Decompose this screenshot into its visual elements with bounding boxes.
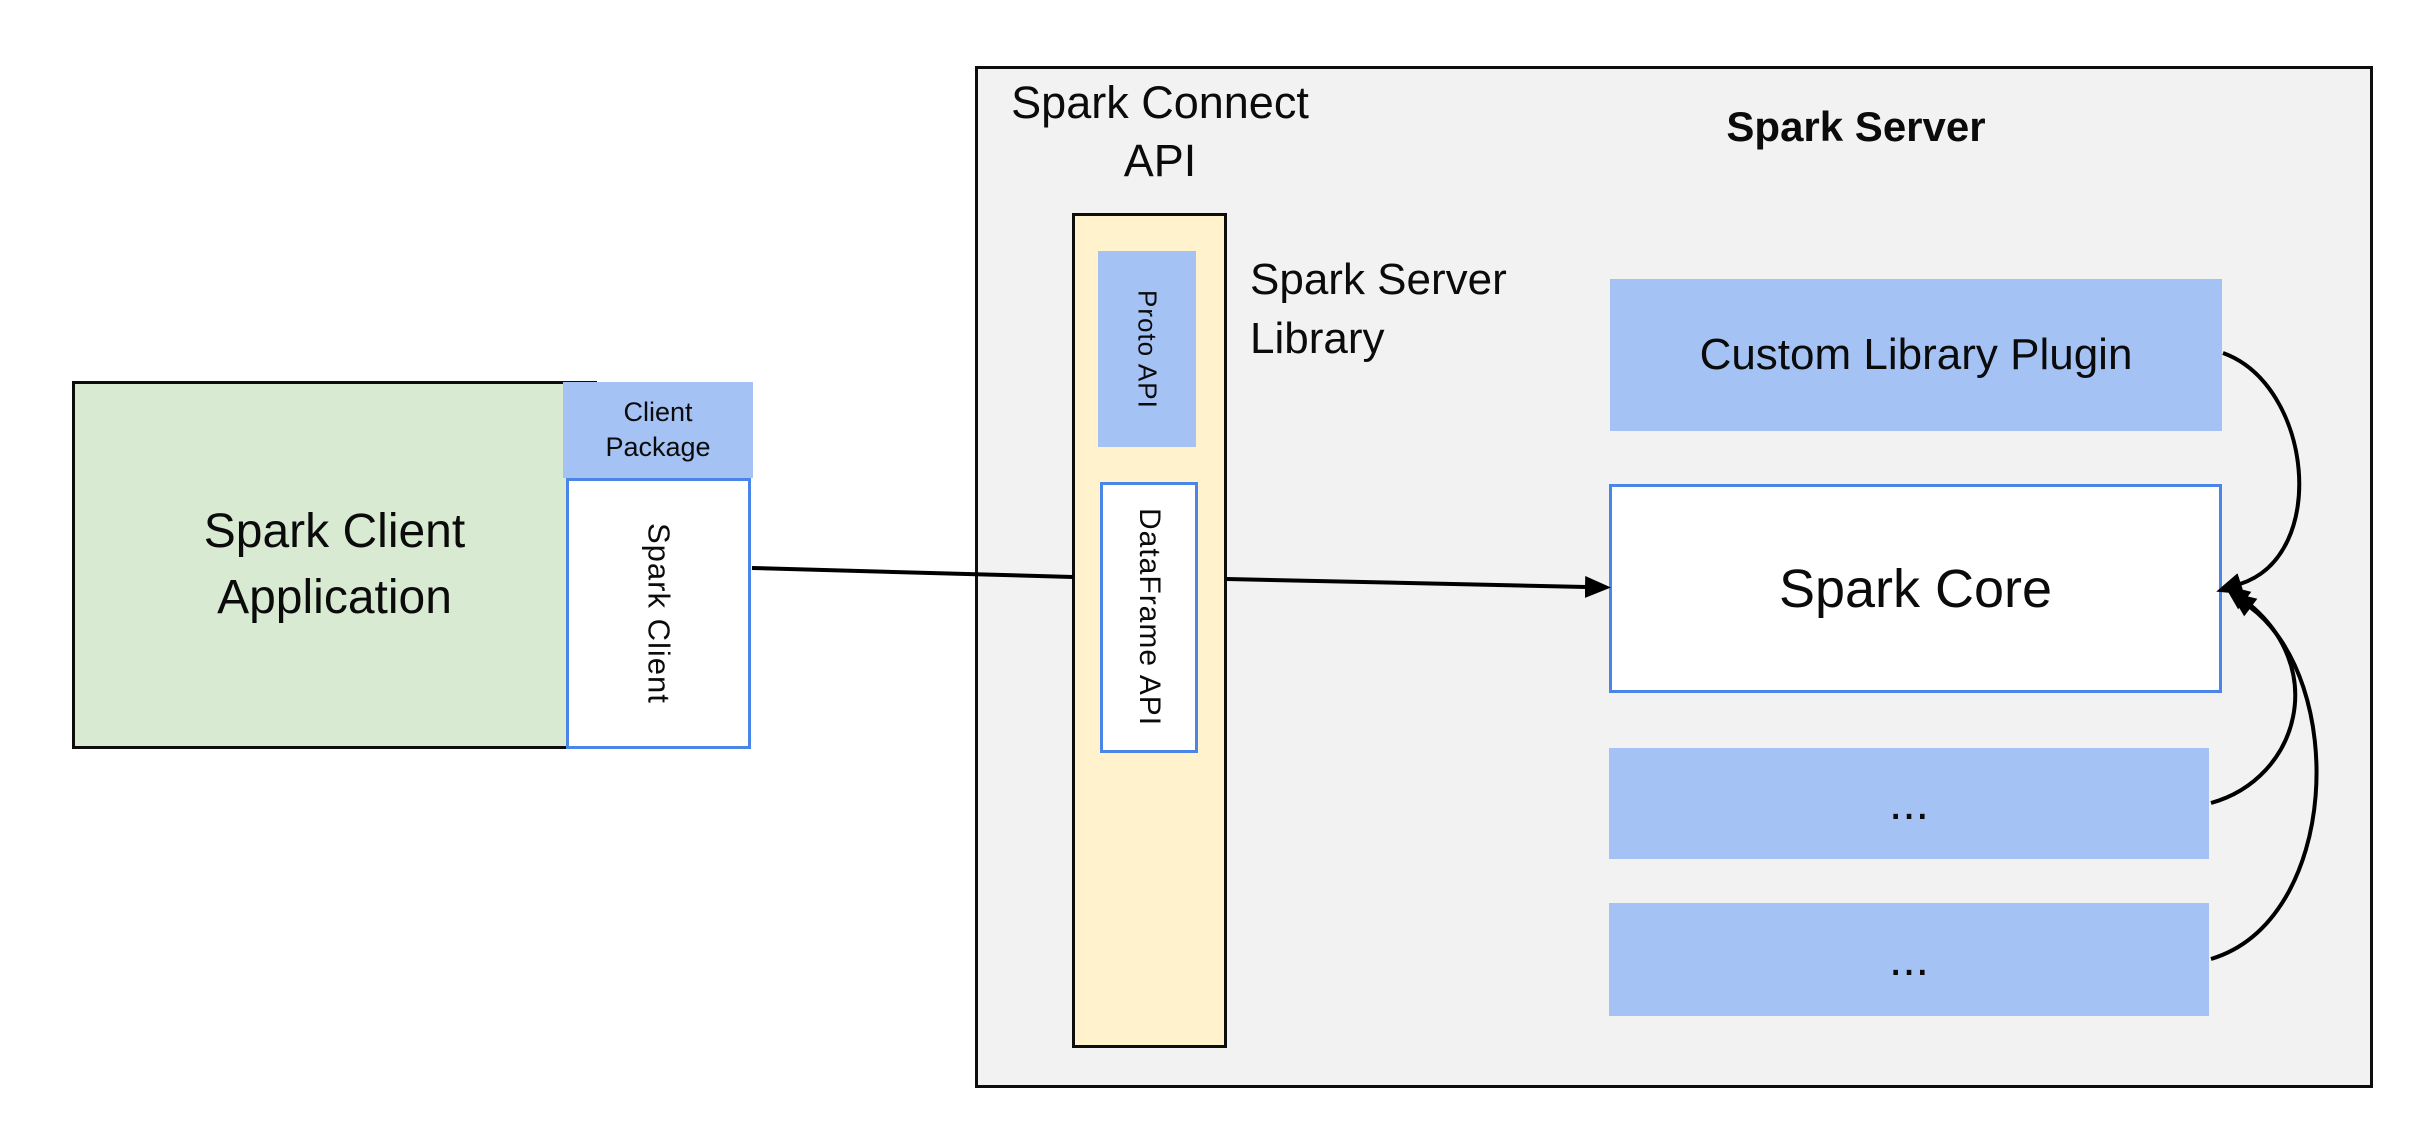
spark-server-library-label: Spark Server Library xyxy=(1250,255,1507,364)
proto-api-box: Proto API xyxy=(1098,251,1196,447)
spark-core-label: Spark Core xyxy=(1778,558,2053,619)
client-package-label: Client Package xyxy=(605,396,711,462)
ellipsis-label-1: ... xyxy=(1888,777,1929,830)
spark-connect-api-label: Spark Connect API xyxy=(1011,77,1309,186)
custom-library-plugin-box: Custom Library Plugin xyxy=(1610,279,2222,431)
custom-library-plugin-label: Custom Library Plugin xyxy=(1699,330,2133,379)
spark-core-box: Spark Core xyxy=(1609,484,2222,693)
plugin-placeholder-box-2: ... xyxy=(1609,903,2209,1016)
dataframe-api-box: DataFrame API xyxy=(1100,482,1198,753)
dataframe-api-label: DataFrame API xyxy=(1133,508,1166,727)
spark-client-application-box: Spark Client Application xyxy=(72,381,597,749)
proto-api-label: Proto API xyxy=(1132,289,1163,409)
spark-server-title: Spark Server xyxy=(1726,103,1986,150)
plugin-placeholder-box-1: ... xyxy=(1609,748,2209,859)
spark-client-box: Spark Client xyxy=(566,478,751,749)
ellipsis-label-2: ... xyxy=(1888,933,1929,986)
spark-client-application-label: Spark Client Application xyxy=(203,504,466,624)
spark-client-label: Spark Client xyxy=(641,523,677,704)
client-package-box: Client Package xyxy=(563,382,753,478)
